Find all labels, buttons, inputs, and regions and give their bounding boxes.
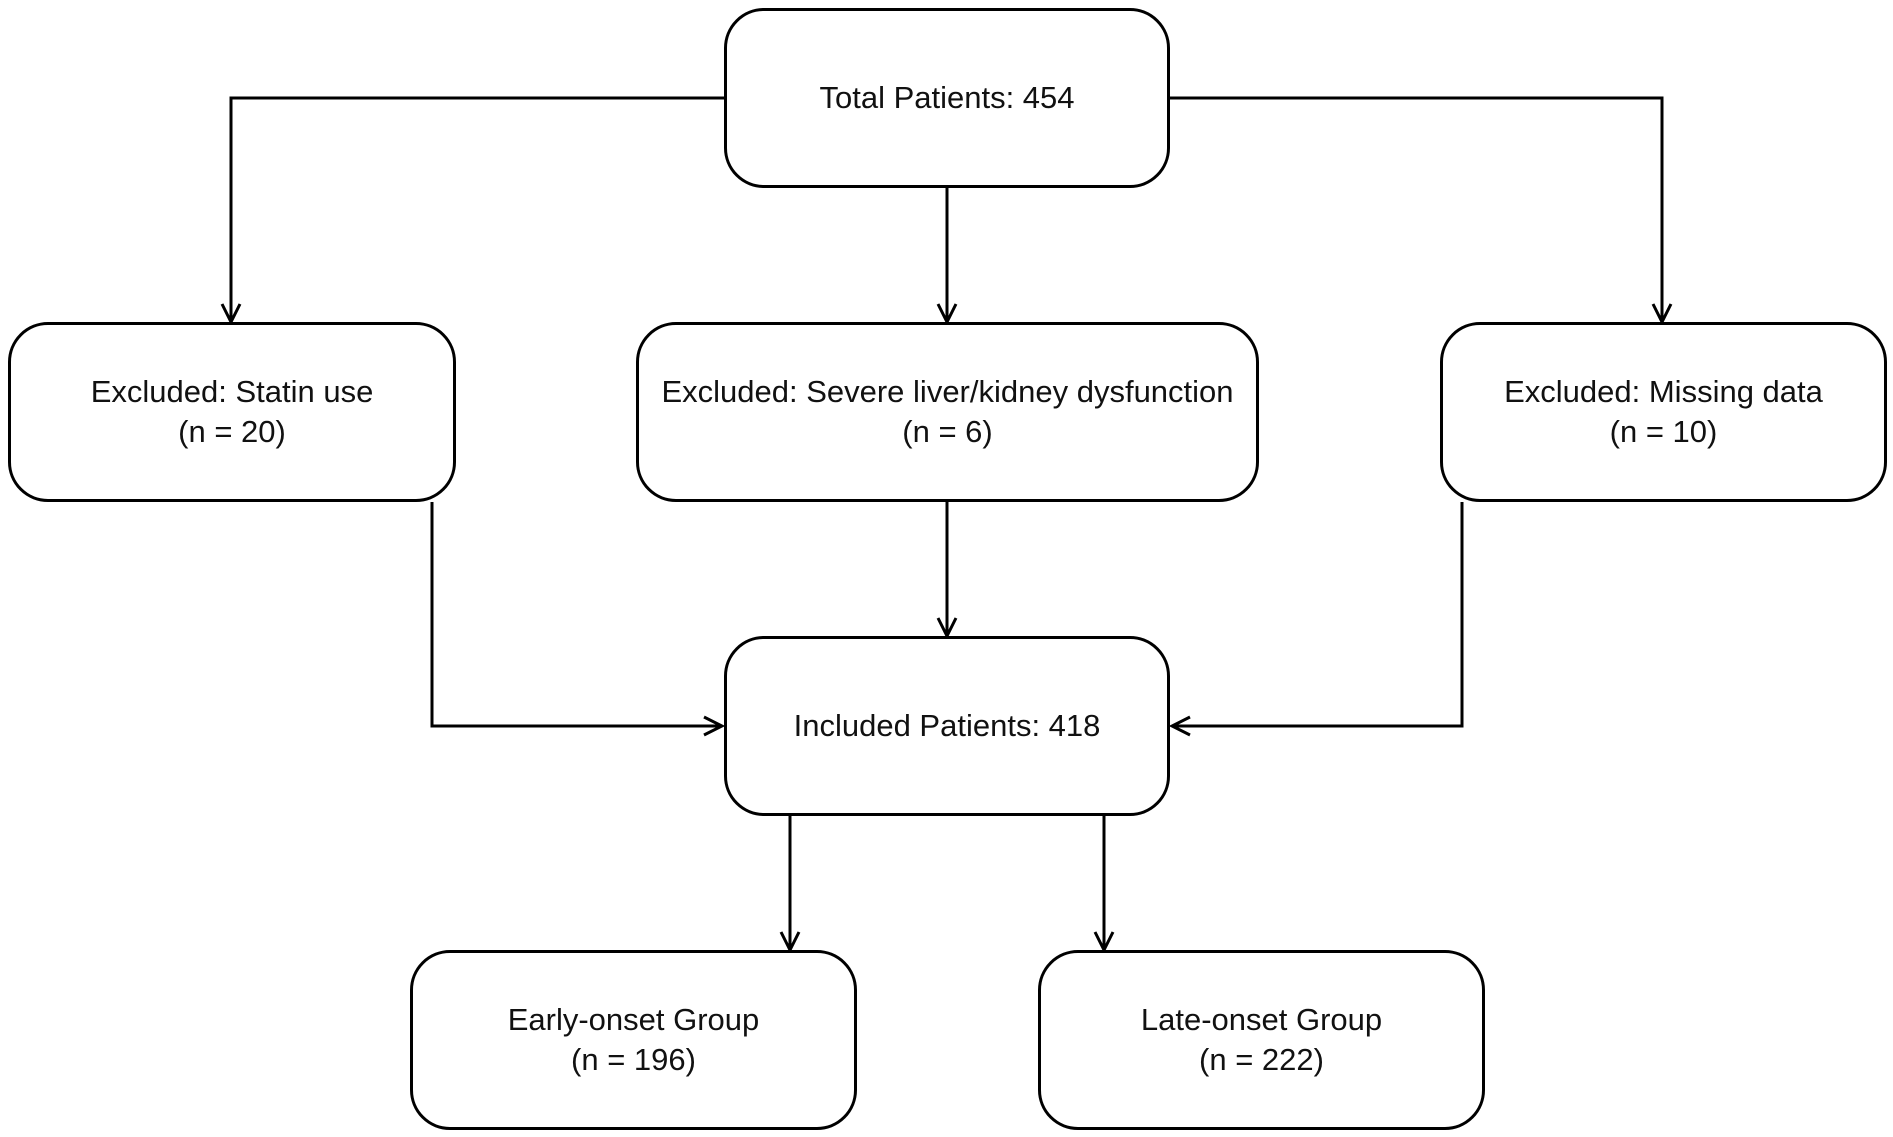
total-patients-box: Total Patients: 454 (724, 8, 1170, 188)
excluded-liver-kidney-count: (n = 6) (902, 414, 993, 449)
arrow-missing-to-included (1172, 502, 1464, 726)
excluded-missing-count: (n = 10) (1609, 414, 1718, 449)
excluded-liver-kidney-box: Excluded: Severe liver/kidney dysfunctio… (636, 322, 1259, 502)
excluded-statin-count: (n = 20) (178, 414, 286, 449)
total-patients-label: Total Patients: 454 (819, 80, 1075, 115)
early-onset-label: Early-onset Group (507, 1002, 760, 1037)
excluded-missing-label: Excluded: Missing data (1504, 374, 1823, 409)
excluded-statin-label: Excluded: Statin use (90, 374, 374, 409)
arrow-total-to-statin (231, 96, 724, 322)
late-onset-count: (n = 222) (1199, 1042, 1324, 1077)
late-onset-box: Late-onset Group (n = 222) (1038, 950, 1485, 1130)
included-patients-box: Included Patients: 418 (724, 636, 1170, 816)
included-patients-label: Included Patients: 418 (793, 708, 1101, 743)
excluded-missing-box: Excluded: Missing data (n = 10) (1440, 322, 1887, 502)
late-onset-label: Late-onset Group (1140, 1002, 1383, 1037)
early-onset-box: Early-onset Group (n = 196) (410, 950, 857, 1130)
arrow-statin-to-included (430, 502, 722, 726)
early-onset-count: (n = 196) (571, 1042, 696, 1077)
excluded-liver-kidney-label: Excluded: Severe liver/kidney dysfunctio… (661, 374, 1234, 409)
excluded-statin-box: Excluded: Statin use (n = 20) (8, 322, 456, 502)
arrow-total-to-missing (1170, 96, 1662, 322)
